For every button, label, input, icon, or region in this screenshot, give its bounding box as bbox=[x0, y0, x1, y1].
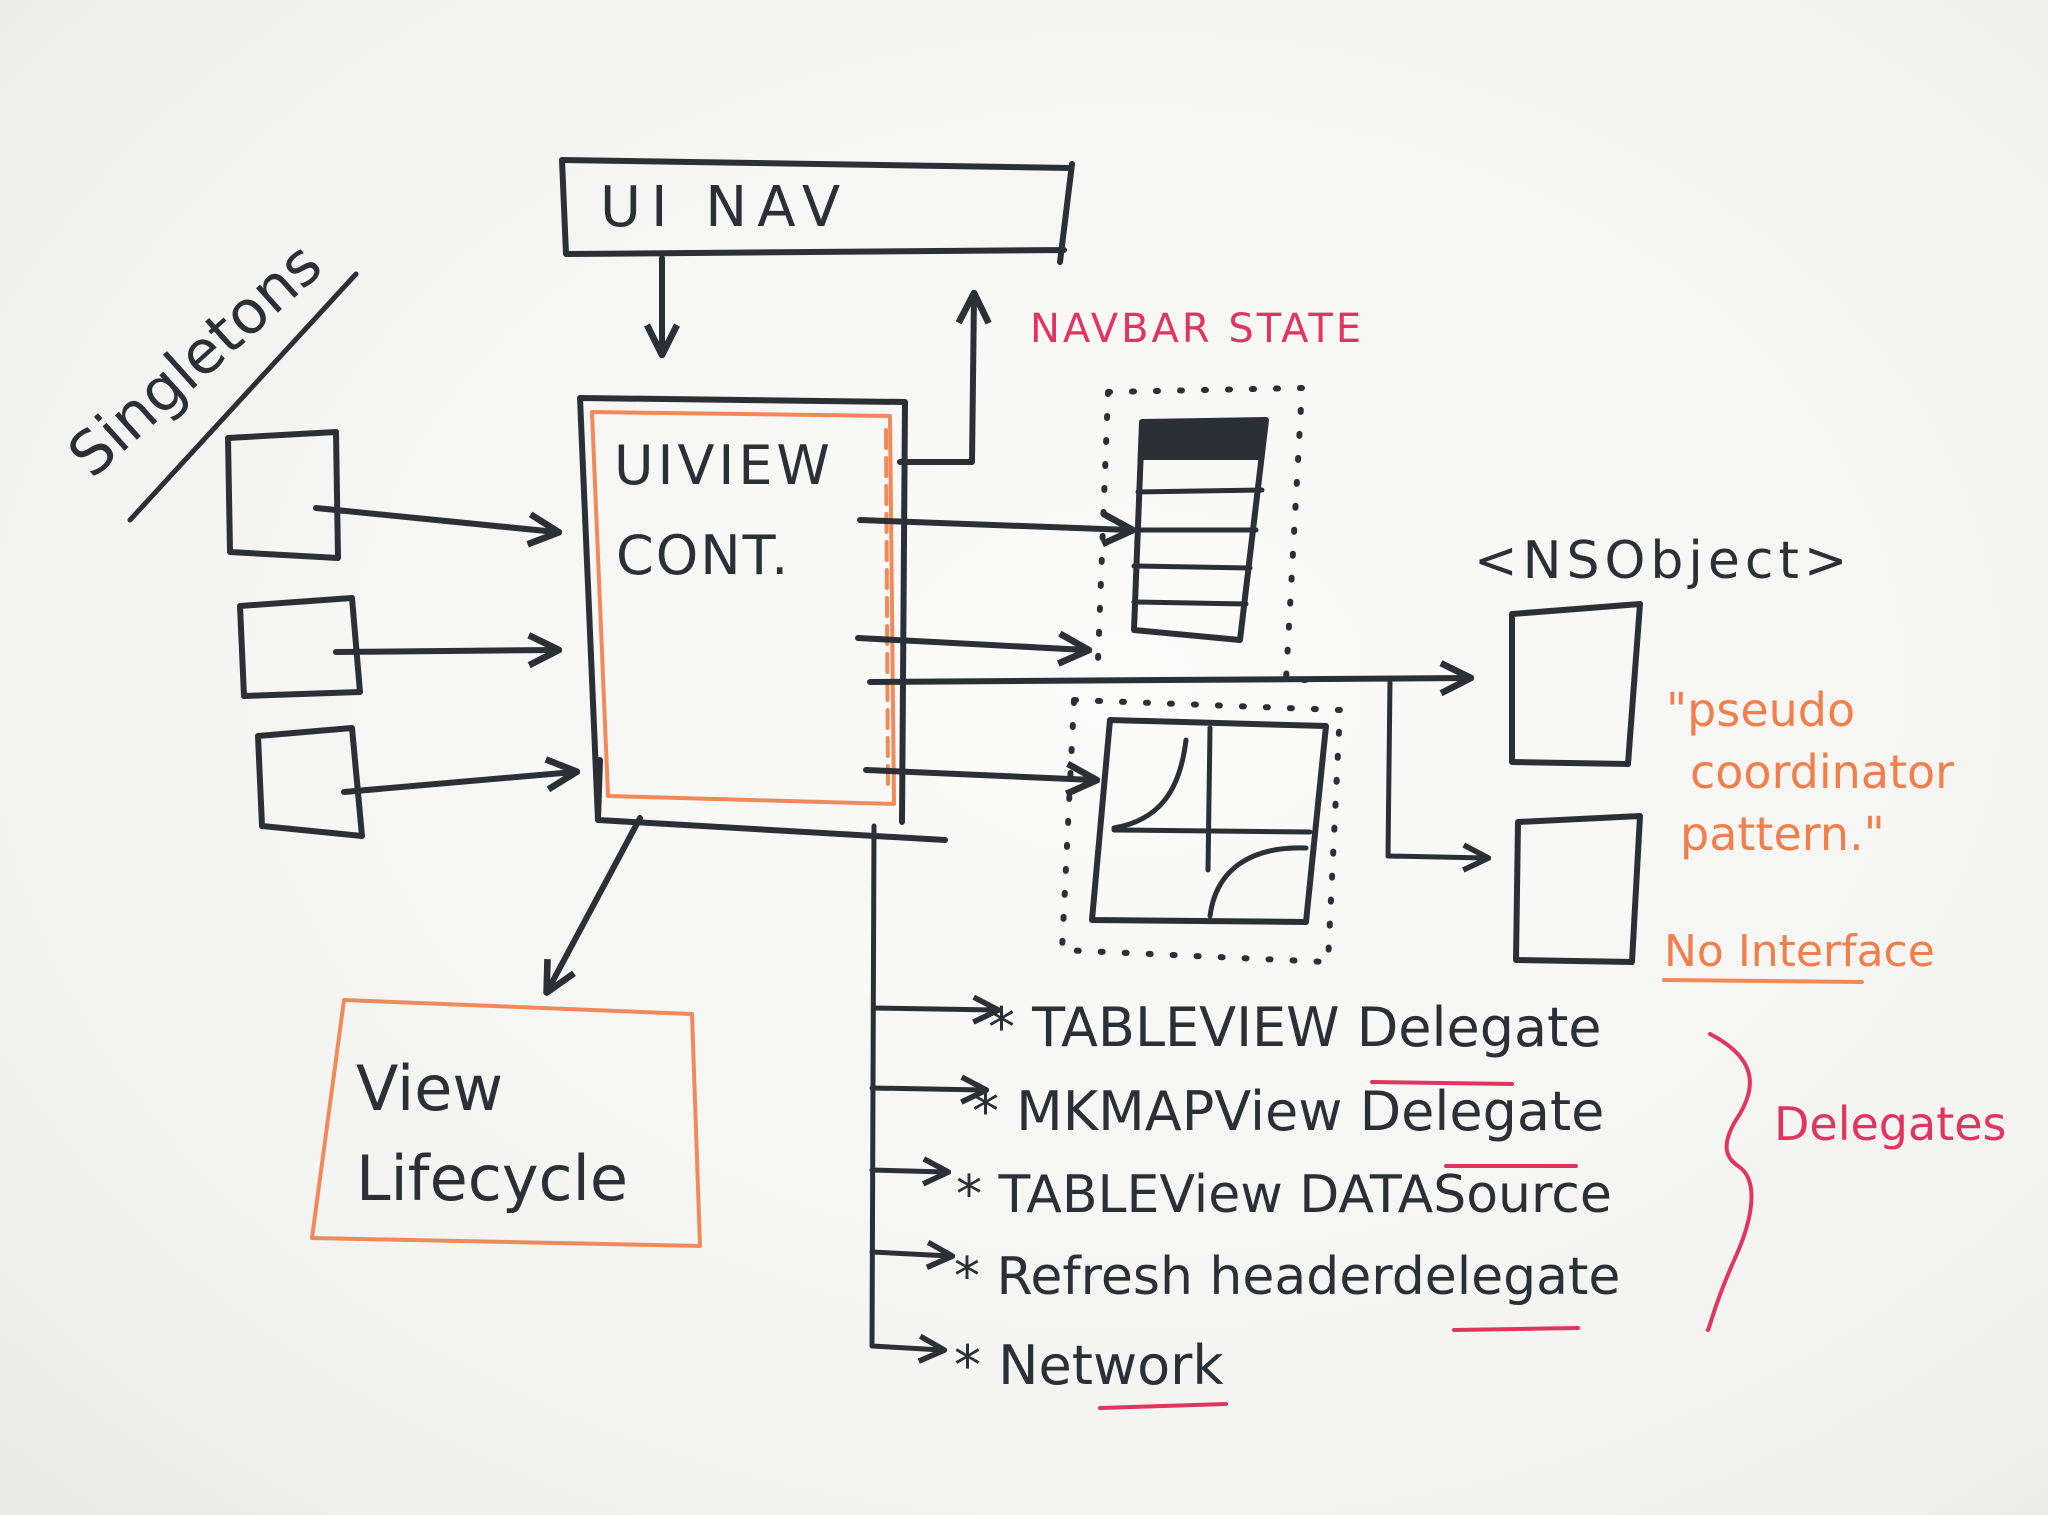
ui-nav-box: UI NAV bbox=[559, 157, 1075, 265]
controller-to-tableview-arrow bbox=[857, 520, 1130, 530]
delegate-item-3: * TABLEView DATASource bbox=[956, 1165, 1612, 1225]
delegate-branch-4 bbox=[869, 1252, 950, 1256]
pseudo-coordinator-line3: pattern." bbox=[1680, 807, 1885, 861]
controller-to-nsobject-arrow bbox=[867, 678, 1468, 682]
singleton-box-2 bbox=[237, 595, 363, 699]
singletons-divider bbox=[127, 271, 359, 523]
underline-1 bbox=[1370, 1080, 1514, 1086]
view-lifecycle-box: View Lifecycle bbox=[310, 998, 702, 1248]
nsobject-label: <NSObject> bbox=[1474, 531, 1852, 591]
underline-4 bbox=[1098, 1402, 1228, 1410]
pseudo-coordinator-line1: "pseudo bbox=[1666, 683, 1855, 737]
pseudo-coordinator-line2: coordinator bbox=[1690, 745, 1954, 799]
nsobject-box-1 bbox=[1509, 601, 1643, 767]
delegate-item-4: * Refresh headerdelegate bbox=[954, 1247, 1620, 1307]
underline-3 bbox=[1452, 1326, 1580, 1332]
controller-arrow-mid bbox=[855, 638, 1086, 650]
delegates-brace bbox=[1706, 1032, 1754, 1332]
delegate-item-1: * TABLEVIEW Delegate bbox=[988, 996, 1602, 1059]
pseudo-coordinator-text: "pseudo coordinator pattern." bbox=[1666, 683, 1969, 861]
view-lifecycle-line1: View bbox=[356, 1052, 503, 1125]
view-controller-label-line1: UIVIEW bbox=[614, 434, 834, 497]
delegates-tree bbox=[869, 823, 996, 1350]
singleton-2-arrow bbox=[333, 650, 556, 652]
delegates-label: Delegates bbox=[1774, 1097, 2007, 1151]
mapview-sketch bbox=[1058, 696, 1344, 966]
no-interface-underline bbox=[1662, 978, 1864, 984]
view-controller-box: UIVIEW CONT. bbox=[577, 395, 948, 843]
navbar-state-label: NAVBAR STATE bbox=[1030, 306, 1364, 352]
singleton-1-arrow bbox=[313, 505, 556, 532]
ui-nav-label: UI NAV bbox=[600, 175, 850, 240]
no-interface-label: No Interface bbox=[1664, 926, 1935, 977]
nsobject-box-2 bbox=[1513, 813, 1643, 965]
singleton-3-arrow bbox=[341, 772, 574, 795]
controller-to-mapview-arrow bbox=[863, 770, 1094, 780]
branch-to-second-object-arrow bbox=[1385, 677, 1486, 858]
tableview-sketch bbox=[1095, 384, 1313, 683]
view-lifecycle-line2: Lifecycle bbox=[356, 1142, 628, 1215]
view-controller-label-line2: CONT. bbox=[616, 524, 790, 587]
delegate-item-2: * MKMAPView Delegate bbox=[972, 1080, 1604, 1143]
singleton-box-1 bbox=[225, 429, 341, 561]
navbar-state-arrow bbox=[897, 296, 974, 465]
delegate-branch-3 bbox=[869, 1170, 946, 1172]
delegate-item-5: * Network bbox=[954, 1334, 1224, 1397]
singletons-group: Singletons bbox=[55, 229, 574, 839]
delegate-branch-5 bbox=[869, 1346, 942, 1350]
controller-to-lifecycle-arrow bbox=[548, 815, 643, 990]
delegate-branch-1 bbox=[871, 1008, 996, 1010]
singleton-box-3 bbox=[255, 725, 365, 839]
delegate-branch-2 bbox=[869, 1088, 984, 1090]
